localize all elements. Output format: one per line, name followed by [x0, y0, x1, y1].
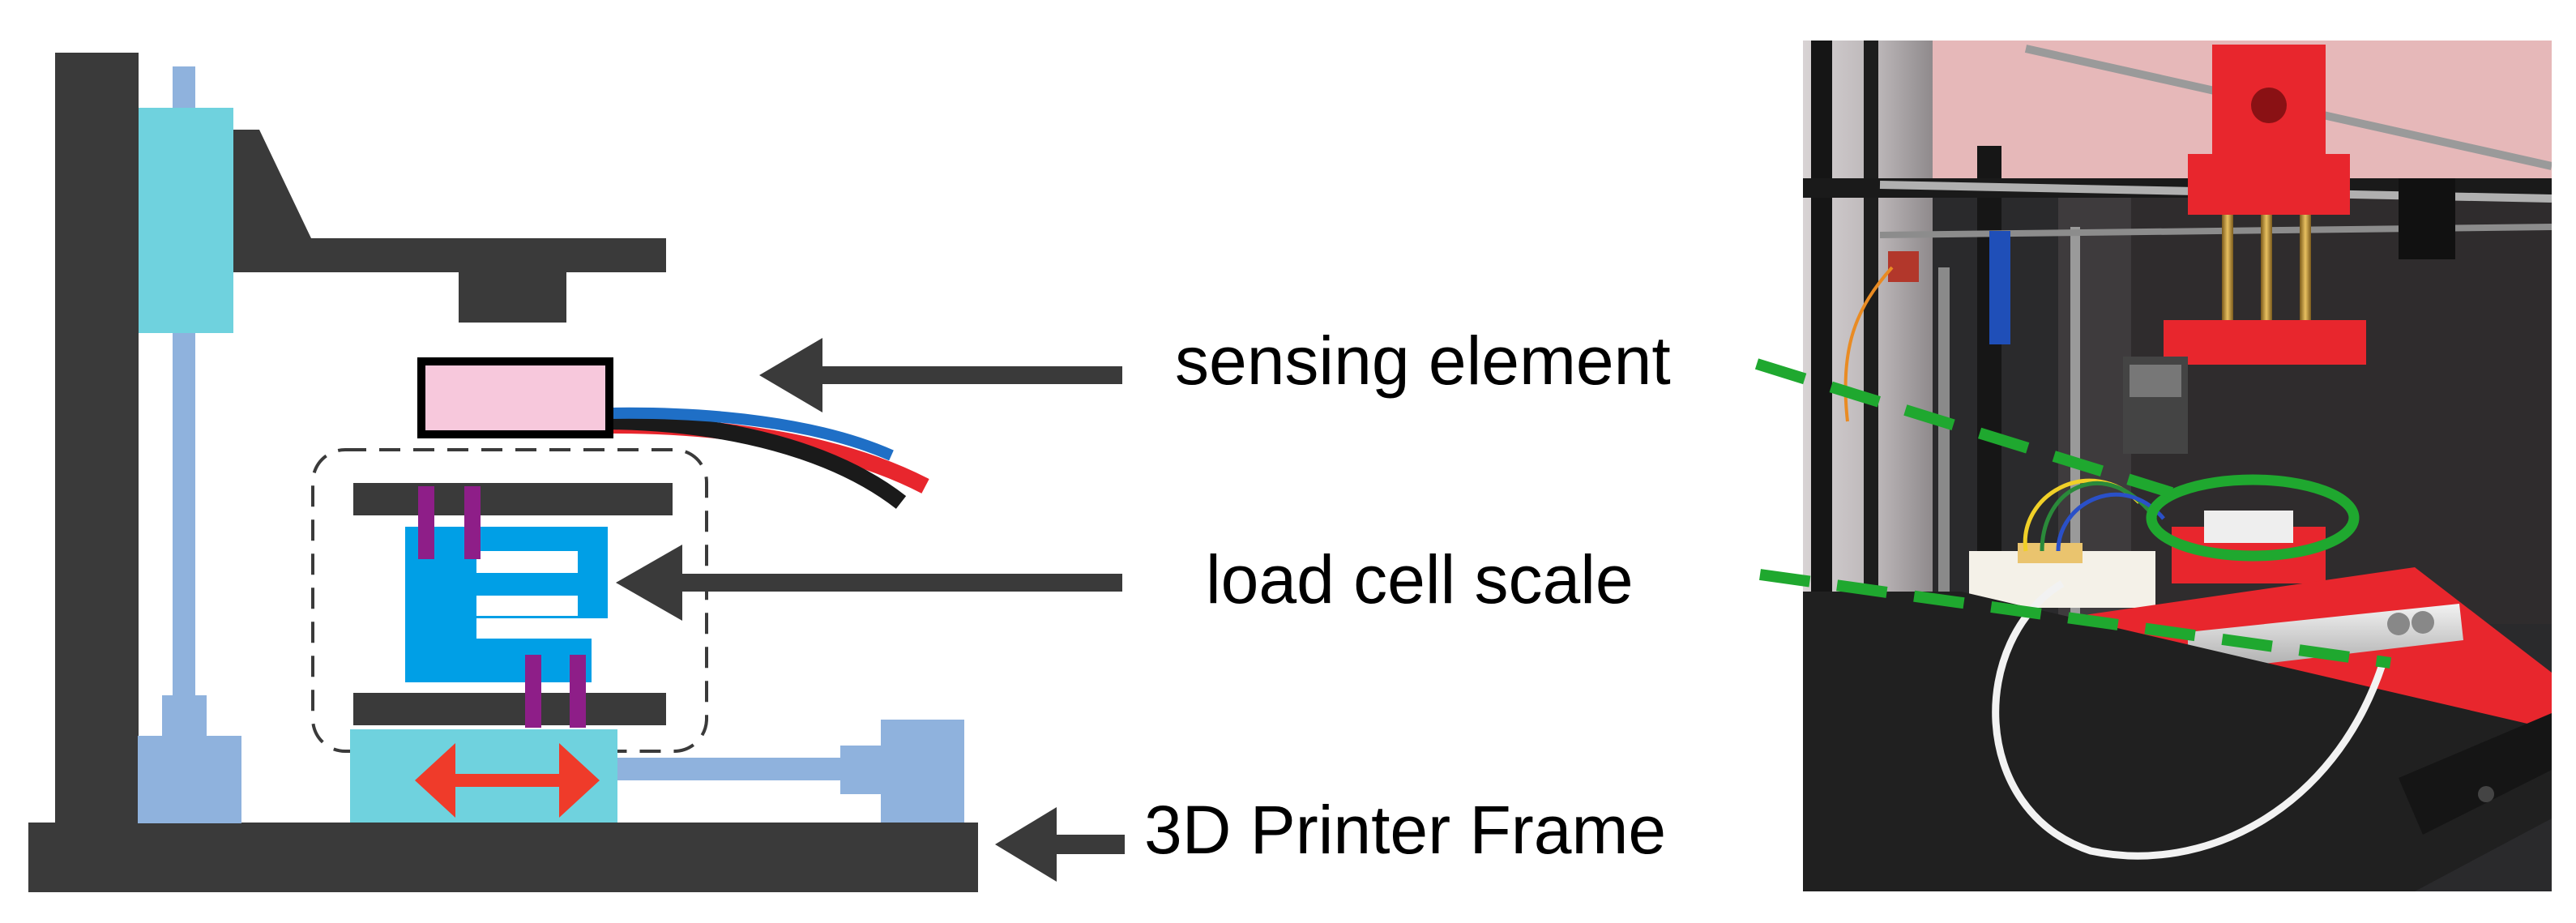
rod-foot-base — [138, 736, 241, 823]
load-cell-body — [405, 527, 608, 682]
sensing-element-label: sensing element — [1175, 323, 1671, 399]
sensing-element — [417, 357, 613, 438]
left-arrow-icon — [759, 338, 822, 412]
rod-foot — [162, 695, 207, 736]
top-screw-right — [464, 486, 481, 559]
z-carriage — [139, 108, 233, 333]
load-cell-bottom-plate — [353, 693, 666, 725]
arrow-shaft — [681, 574, 1122, 592]
bottom-screw-right — [570, 655, 586, 728]
nozzle-block — [459, 272, 566, 323]
double-headed-arrow-icon — [415, 743, 600, 818]
sensing-element-highlight — [2146, 474, 2360, 562]
load-cell-scale-label: load cell scale — [1206, 541, 1634, 617]
top-screw-left — [418, 486, 434, 559]
left-arrow-icon — [616, 545, 682, 621]
load-cell-arrow — [616, 545, 1122, 621]
arrow-shaft — [1053, 835, 1125, 854]
printer-frame-label: 3D Printer Frame — [1144, 792, 1666, 868]
bottom-screw-left — [525, 655, 541, 728]
printer-photo — [1803, 41, 2552, 891]
sensing-element-arrow — [759, 338, 1122, 412]
arrow-shaft — [814, 366, 1122, 384]
vertical-column — [55, 53, 139, 827]
load-cell-top-plate — [353, 483, 673, 515]
load-cell-slot-bottom — [476, 618, 608, 639]
print-head-arm — [233, 130, 666, 272]
sensor-cable-blue — [609, 407, 894, 461]
sensor-cable-black — [609, 413, 907, 509]
schematic — [28, 53, 978, 892]
left-arrow-icon — [995, 807, 1057, 882]
load-cell-slot-top — [476, 551, 578, 573]
base-plate — [28, 823, 978, 892]
rail-motor — [881, 720, 964, 823]
bed-rail — [617, 758, 840, 780]
load-cell-callout-line — [1759, 569, 2391, 669]
printer-frame-arrow — [995, 807, 1125, 882]
rail-end-block — [840, 746, 881, 794]
